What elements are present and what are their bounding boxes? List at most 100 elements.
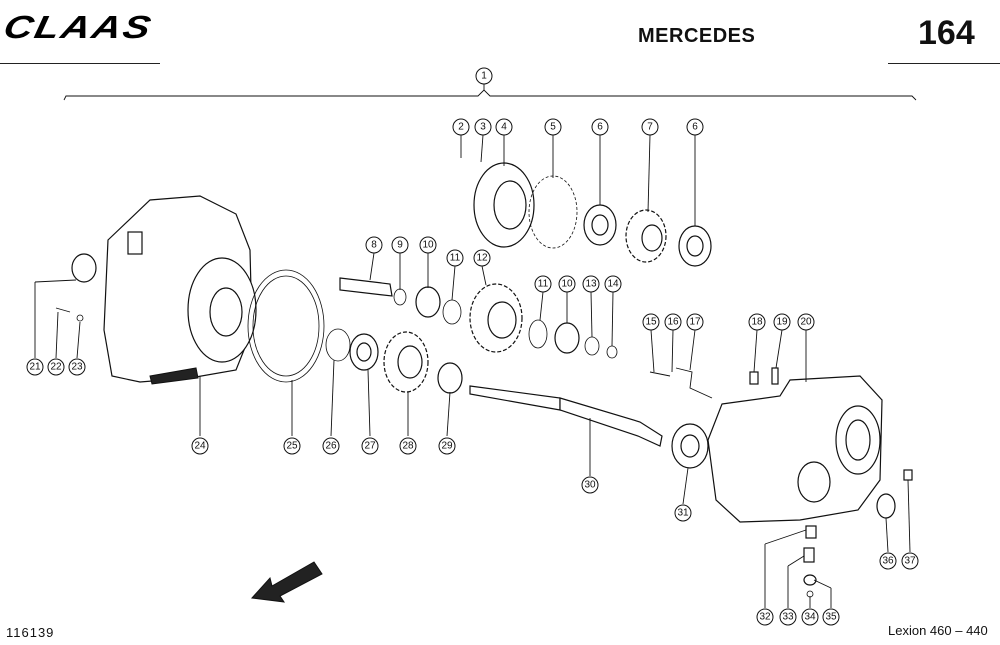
callout-15: 15 bbox=[642, 313, 660, 331]
callout-6: 6 bbox=[591, 118, 609, 136]
svg-text:26: 26 bbox=[325, 441, 337, 452]
svg-text:23: 23 bbox=[71, 362, 83, 373]
callout-6b: 6 bbox=[686, 118, 704, 136]
svg-text:8: 8 bbox=[371, 240, 377, 251]
svg-text:30: 30 bbox=[584, 480, 596, 491]
svg-text:3: 3 bbox=[480, 122, 486, 133]
bearing-part bbox=[349, 333, 379, 371]
shaft-bearing-part bbox=[671, 423, 709, 469]
svg-text:17: 17 bbox=[689, 317, 701, 328]
callout-5: 5 bbox=[544, 118, 562, 136]
callout-9: 9 bbox=[391, 236, 409, 254]
callout-17: 17 bbox=[686, 313, 704, 331]
svg-text:24: 24 bbox=[194, 441, 206, 452]
svg-text:11: 11 bbox=[538, 279, 549, 290]
svg-text:22: 22 bbox=[50, 362, 62, 373]
upper-bearing-2-part bbox=[678, 225, 712, 267]
callout-1: 1 bbox=[475, 67, 493, 85]
callout-16: 16 bbox=[664, 313, 682, 331]
svg-text:10: 10 bbox=[422, 240, 434, 251]
model-title: MERCEDES bbox=[638, 25, 756, 47]
main-shaft-part bbox=[469, 385, 663, 447]
page-number: 164 bbox=[918, 14, 975, 52]
callout-30: 30 bbox=[581, 476, 599, 494]
gearbox-housing-part bbox=[707, 375, 883, 523]
callout-32: 32 bbox=[756, 608, 774, 626]
snap-ring-part bbox=[442, 299, 462, 325]
callout-3: 3 bbox=[474, 118, 492, 136]
svg-text:14: 14 bbox=[607, 279, 619, 290]
callout-23: 23 bbox=[68, 358, 86, 376]
header-rule-left bbox=[0, 63, 160, 64]
callout-14: 14 bbox=[604, 275, 622, 293]
callout-4: 4 bbox=[495, 118, 513, 136]
svg-text:25: 25 bbox=[286, 441, 298, 452]
circlip-part bbox=[606, 345, 618, 359]
svg-text:11: 11 bbox=[450, 253, 461, 264]
callout-36: 36 bbox=[879, 552, 897, 570]
callout-12: 12 bbox=[473, 249, 491, 267]
callout-13: 13 bbox=[582, 275, 600, 293]
flange-gasket-part bbox=[528, 175, 578, 249]
upper-bearing-part bbox=[583, 204, 617, 246]
svg-text:33: 33 bbox=[782, 612, 794, 623]
callout-33: 33 bbox=[779, 608, 797, 626]
callout-10b: 10 bbox=[558, 275, 576, 293]
callout-11b: 11 bbox=[534, 275, 552, 293]
svg-text:12: 12 bbox=[476, 253, 488, 264]
model-series: Lexion 460 – 440 bbox=[888, 623, 988, 638]
svg-text:6: 6 bbox=[692, 122, 698, 133]
callout-29: 29 bbox=[438, 437, 456, 455]
callout-19: 19 bbox=[773, 313, 791, 331]
svg-text:27: 27 bbox=[364, 441, 376, 452]
assembly-bracket bbox=[63, 89, 917, 101]
washer-part bbox=[393, 288, 407, 306]
callout-21: 21 bbox=[26, 358, 44, 376]
callout-37: 37 bbox=[901, 552, 919, 570]
needle-bearing-part bbox=[437, 362, 463, 394]
direction-arrow-icon bbox=[250, 561, 323, 603]
mid-bearing-part bbox=[415, 286, 441, 318]
callout-22: 22 bbox=[47, 358, 65, 376]
callout-28: 28 bbox=[399, 437, 417, 455]
callout-2: 2 bbox=[452, 118, 470, 136]
svg-text:2: 2 bbox=[458, 122, 464, 133]
callout-7: 7 bbox=[641, 118, 659, 136]
svg-text:1: 1 bbox=[481, 71, 487, 82]
svg-text:7: 7 bbox=[647, 122, 653, 133]
svg-text:15: 15 bbox=[645, 317, 657, 328]
upper-gear-part bbox=[625, 209, 667, 263]
svg-text:13: 13 bbox=[585, 279, 597, 290]
svg-text:21: 21 bbox=[29, 362, 41, 373]
svg-text:5: 5 bbox=[550, 122, 556, 133]
callout-34: 34 bbox=[801, 608, 819, 626]
callout-31: 31 bbox=[674, 504, 692, 522]
snap-ring-2-part bbox=[528, 319, 548, 349]
svg-text:4: 4 bbox=[501, 122, 507, 133]
svg-text:29: 29 bbox=[441, 441, 453, 452]
gear-part bbox=[383, 331, 429, 393]
svg-text:19: 19 bbox=[776, 317, 788, 328]
mid-bearing-2-part bbox=[554, 322, 580, 354]
callout-24: 24 bbox=[191, 437, 209, 455]
seal-ring-part bbox=[71, 253, 97, 283]
svg-text:32: 32 bbox=[759, 612, 771, 623]
callout-26: 26 bbox=[322, 437, 340, 455]
large-gear-part bbox=[469, 283, 523, 353]
svg-text:34: 34 bbox=[804, 612, 816, 623]
svg-text:6: 6 bbox=[597, 122, 603, 133]
callout-10: 10 bbox=[419, 236, 437, 254]
gasket-part bbox=[247, 269, 325, 383]
svg-text:36: 36 bbox=[882, 556, 894, 567]
callout-25: 25 bbox=[283, 437, 301, 455]
flange-cover-part bbox=[473, 162, 535, 248]
header-rule-right bbox=[888, 63, 1000, 64]
svg-text:20: 20 bbox=[800, 317, 812, 328]
document-number: 116139 bbox=[6, 625, 55, 640]
svg-text:9: 9 bbox=[397, 240, 403, 251]
svg-text:37: 37 bbox=[904, 556, 916, 567]
svg-text:31: 31 bbox=[677, 508, 689, 519]
pin-shaft-part bbox=[339, 277, 393, 297]
svg-text:35: 35 bbox=[825, 612, 837, 623]
